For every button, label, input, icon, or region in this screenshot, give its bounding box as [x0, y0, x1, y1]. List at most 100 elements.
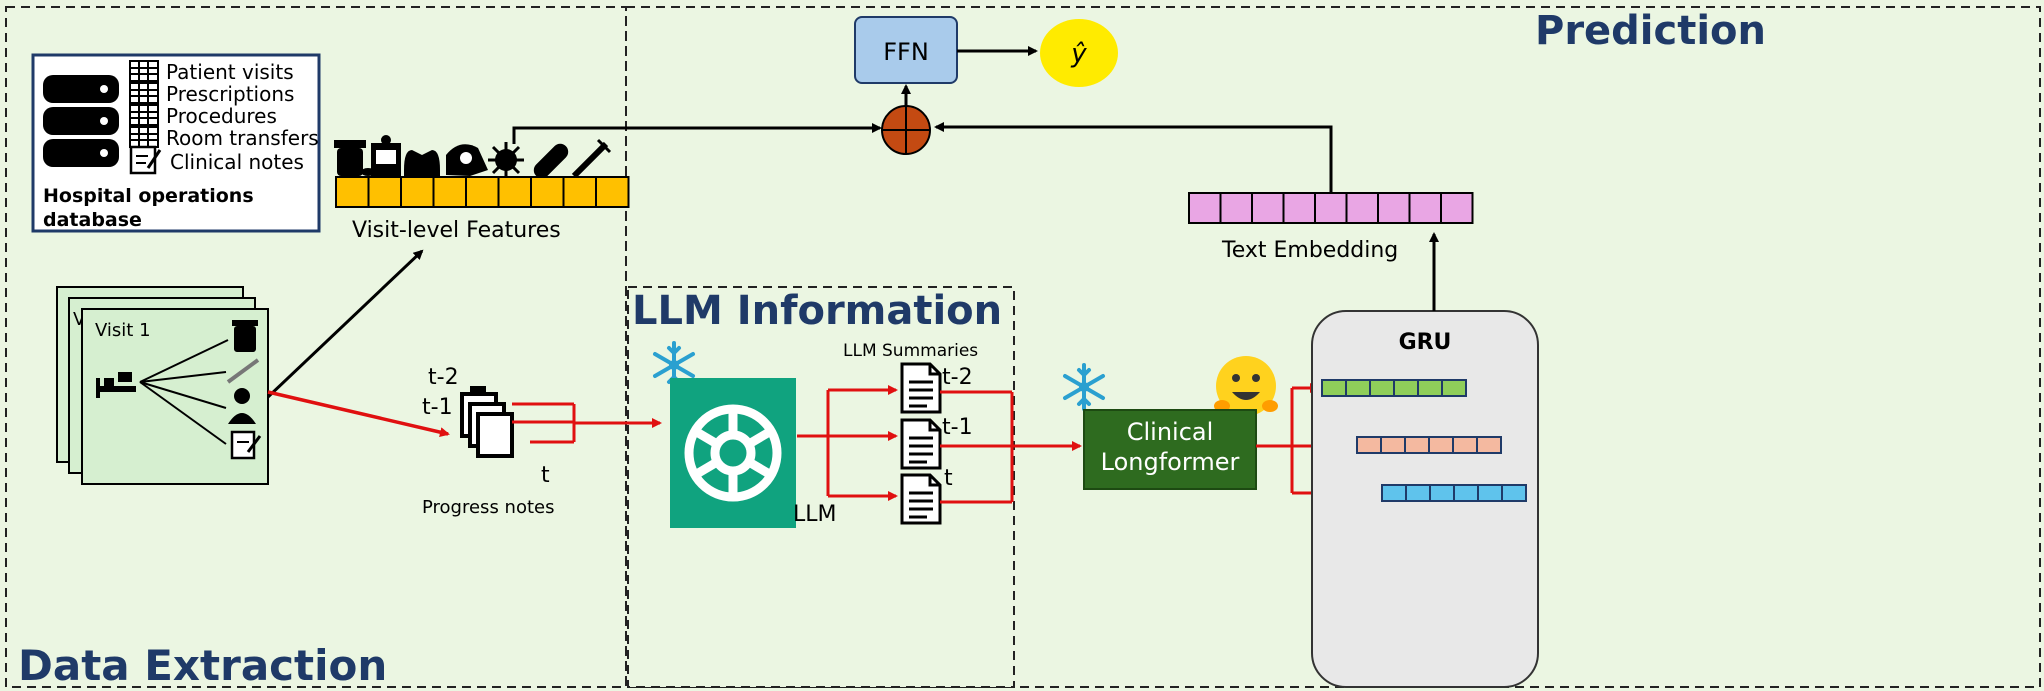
vector-cell: [1453, 484, 1479, 502]
vector-cell: [1393, 379, 1419, 397]
prediction-output: [1040, 19, 1118, 87]
summary-document-icon: [900, 362, 942, 414]
vector-cell: [465, 176, 500, 208]
llm-logo: [670, 378, 796, 528]
arrow-to-progress-notes: [267, 390, 450, 438]
syringe-icon: [226, 358, 260, 384]
progress-label-t: t: [541, 463, 550, 488]
database-label: Hospital operations: [43, 185, 254, 207]
vector-cell: [1404, 436, 1430, 454]
arrow-embedding-to-combine: [934, 122, 1333, 192]
vector-cell: [1282, 192, 1316, 224]
longformer-label: Clinical: [1127, 418, 1214, 446]
table-icon: [129, 126, 159, 148]
arrow-to-features: [266, 249, 424, 399]
frozen-snowflake-icon: [1063, 363, 1105, 411]
progress-label-t1: t-1: [422, 395, 453, 420]
hand-bacteria-icon: [446, 144, 488, 176]
llm-label: LLM: [793, 502, 837, 527]
db-table-label: Procedures: [166, 104, 277, 128]
clinical-longformer-box: [1083, 409, 1257, 490]
vector-cell: [335, 176, 370, 208]
text-embedding-vector: [1188, 192, 1474, 224]
vector-cell: [530, 176, 565, 208]
vector-cell: [1440, 192, 1474, 224]
vector-cell: [1405, 484, 1431, 502]
db-table-label: Patient visits: [166, 60, 294, 84]
vector-cell: [1408, 192, 1442, 224]
table-icon: [129, 104, 159, 126]
summary-time-label: t-2: [942, 365, 973, 390]
vector-cell: [400, 176, 435, 208]
visit-card-label: Visit 1: [95, 320, 151, 341]
summary-time-label: t: [944, 466, 953, 491]
gru-bars: [1321, 379, 1527, 502]
prediction-output-label: ŷ: [1070, 39, 1087, 69]
features-label: Visit-level Features: [352, 218, 561, 243]
medicine-bottle-icon: [232, 320, 258, 352]
progress-label-t2: t-2: [428, 365, 459, 390]
vector-cell: [1441, 379, 1467, 397]
vector-cell: [595, 176, 630, 208]
vector-cell: [1452, 436, 1478, 454]
text-embedding-label: Text Embedding: [1221, 238, 1398, 263]
vector-cell: [432, 176, 467, 208]
llm-information-title: LLM Information: [632, 288, 1002, 334]
vector-cell: [1428, 436, 1454, 454]
huggingface-icon: [1214, 356, 1278, 416]
db-table-label: Room transfers: [166, 126, 319, 150]
longformer-label: Longformer: [1101, 448, 1240, 476]
vector-cell: [1377, 192, 1411, 224]
medicine-bottle-icon: [334, 140, 375, 176]
vector-cell: [1369, 379, 1395, 397]
feature-vector: [335, 176, 630, 208]
vector-cell: [1219, 192, 1253, 224]
llm-fanout: [797, 390, 830, 496]
vector-cell: [367, 176, 402, 208]
concat-node: [881, 105, 931, 155]
visit-cards: V Visit 1: [56, 286, 269, 485]
table-icon: [129, 60, 159, 82]
lungs-icon: [404, 150, 440, 176]
prediction-region: [625, 6, 2041, 688]
db-table-label: Prescriptions: [166, 82, 294, 106]
vector-cell: [1381, 484, 1407, 502]
vector-cell: [1188, 192, 1222, 224]
vector-cell: [1251, 192, 1285, 224]
virus-icon: [488, 142, 524, 178]
vector-cell: [1477, 484, 1503, 502]
progress-bracket: [512, 402, 576, 444]
database-icon: [43, 75, 119, 167]
summary-time-label: t-1: [942, 415, 973, 440]
hospital-bed-icon: [96, 372, 136, 398]
bandage-icon: [533, 143, 569, 179]
table-icon: [129, 82, 159, 104]
vector-cell: [497, 176, 532, 208]
prediction-title: Prediction: [1535, 8, 1766, 54]
summary-document-icon: [900, 473, 942, 525]
llm-summaries-label: LLM Summaries: [843, 341, 978, 361]
hospital-database-box: Patient visits Prescriptions Procedures …: [31, 53, 321, 233]
syringe-icon: [571, 138, 612, 179]
vector-cell: [1321, 379, 1347, 397]
db-table-label: Clinical notes: [170, 150, 304, 174]
clipboard-icon: [230, 430, 262, 460]
vector-cell: [1417, 379, 1443, 397]
feature-icons: [334, 135, 612, 179]
progress-notes-icon: [460, 386, 514, 458]
database-label: database: [43, 209, 142, 231]
vector-cell: [562, 176, 597, 208]
gru-fanout: [1256, 388, 1294, 493]
summary-document-icon: [900, 418, 942, 470]
vector-cell: [1345, 379, 1371, 397]
doctor-icon: [228, 388, 256, 424]
medical-record-icon: [371, 135, 401, 176]
vector-cell: [1345, 192, 1379, 224]
ffn-label: FFN: [883, 38, 929, 66]
clipboard-icon: [129, 145, 162, 175]
vector-cell: [1501, 484, 1527, 502]
arrow-features-to-combine: [512, 123, 882, 144]
vector-cell: [1476, 436, 1502, 454]
vector-cell: [1356, 436, 1382, 454]
